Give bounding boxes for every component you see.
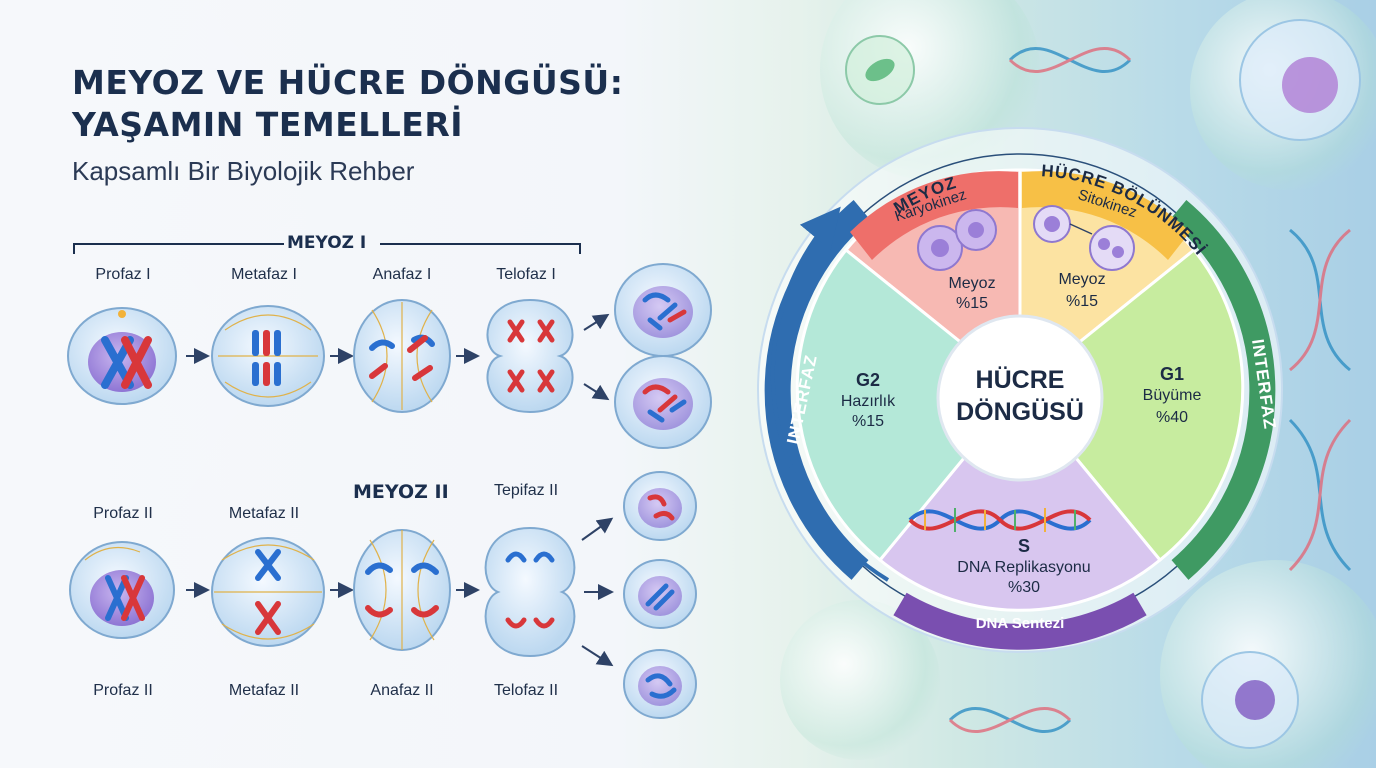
meiosis-illustration <box>67 263 712 719</box>
stage-label: Metafaz II <box>228 505 300 522</box>
cell-anafaz-2 <box>353 529 451 651</box>
dna-sentezi-label: DNA Sentezi <box>976 615 1065 632</box>
segment-s <box>877 387 1163 612</box>
meiosis2-label: MEYOZ II <box>353 481 449 503</box>
cell-anafaz-1 <box>353 299 451 413</box>
g1-pct: %40 <box>1156 409 1188 426</box>
segment-g2 <box>795 247 1023 563</box>
center-title-line2: DÖNGÜSÜ <box>956 397 1084 426</box>
cell-cycle-wheel: MEYOZ HÜCRE BÖLÜNMESİ INTERFAZ INTERFAZ … <box>757 127 1283 653</box>
karyokinez-name: Meyoz <box>948 275 995 292</box>
cell-telofaz-1 <box>486 298 574 414</box>
s-phase: S <box>1018 536 1030 556</box>
cell-telofaz-2 <box>484 526 576 658</box>
stage-label: Profaz II <box>93 682 153 699</box>
sitokinez-pct: %15 <box>1066 293 1098 310</box>
g2-name: Hazırlık <box>841 393 896 410</box>
g2-phase: G2 <box>856 370 880 390</box>
meiosis1-label: MEYOZ I <box>287 233 367 253</box>
stage-label: Telofaz II <box>493 682 559 699</box>
page-title: MEYOZ VE HÜCRE DÖNGÜSÜ: <box>72 63 624 102</box>
center-title-line1: HÜCRE <box>976 365 1065 394</box>
dna-helix-icon <box>908 508 1092 532</box>
karyokinez-pct: %15 <box>956 295 988 312</box>
g2-pct: %15 <box>852 413 884 430</box>
stage-label: Profaz II <box>93 505 153 522</box>
stage-label: Metafaz I <box>231 266 297 283</box>
segment-g1 <box>1017 247 1245 563</box>
s-name: DNA Replikasyonu <box>957 559 1090 576</box>
dividing-cell-icon <box>917 209 997 271</box>
cell-metafaz-2 <box>211 537 325 647</box>
stage-label: Metafaz II <box>228 682 300 699</box>
g1-phase: G1 <box>1160 364 1184 384</box>
stage-label: Profaz I <box>95 266 151 283</box>
page-subtitle: Kapsamlı Bir Biyolojik Rehber <box>72 156 415 187</box>
stage-label: Anafaz I <box>372 266 432 283</box>
daughter-cells-2 <box>623 471 697 719</box>
meiosis1-bracket <box>73 243 581 254</box>
g1-name: Büyüme <box>1143 387 1202 404</box>
cell-profaz-1 <box>67 307 177 405</box>
cell-metafaz-1 <box>211 305 325 407</box>
page-title-line2: YAŞAMIN TEMELLERİ <box>72 105 464 145</box>
daughter-cells-1 <box>614 263 712 449</box>
cell-icon <box>845 19 1361 749</box>
cytokinesis-cell-icon <box>1033 205 1135 271</box>
stage-label: Tepifaz II <box>493 482 559 499</box>
stage-label: Anafaz II <box>370 682 434 699</box>
dna-helix-icon <box>948 46 1352 734</box>
title-block: MEYOZ VE HÜCRE DÖNGÜSÜ: YAŞAMIN TEMELLER… <box>72 62 712 187</box>
sitokinez-name: Meyoz <box>1058 271 1105 288</box>
cell-profaz-2 <box>69 541 175 639</box>
s-pct: %30 <box>1008 579 1040 596</box>
stage-label: Telofaz I <box>496 266 556 283</box>
